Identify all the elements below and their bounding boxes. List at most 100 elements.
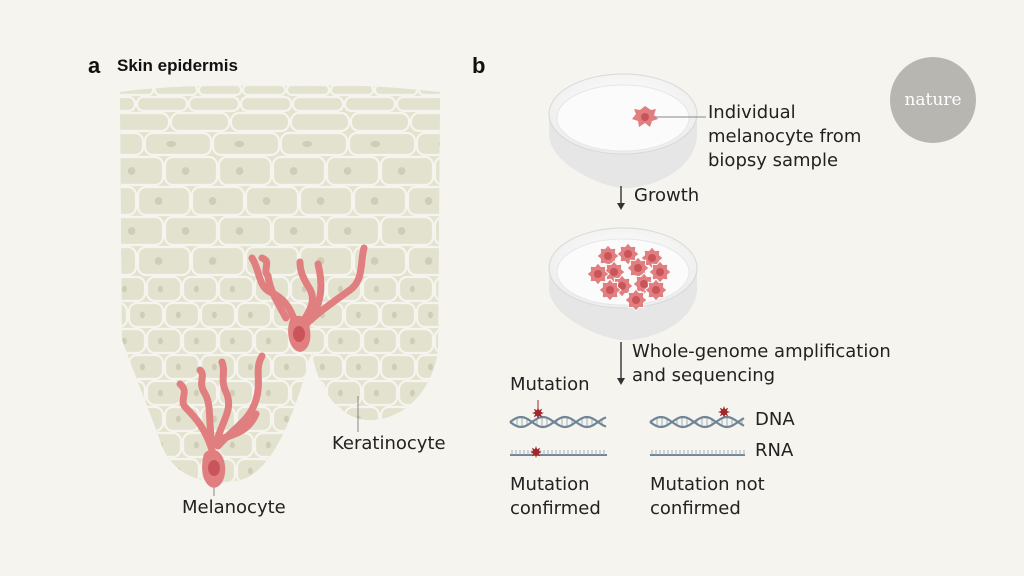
- keratinocyte-cell: [417, 85, 440, 97]
- keratinocyte-nucleus: [181, 167, 190, 175]
- keratinocyte-nucleus: [104, 416, 109, 423]
- keratinocyte-nucleus: [127, 227, 136, 235]
- keratinocyte-nucleus: [127, 167, 136, 175]
- keratinocyte-cell: [120, 353, 129, 381]
- keratinocyte-cell: [325, 155, 381, 187]
- keratinocyte-nucleus: [175, 311, 181, 319]
- keratinocyte-cell: [361, 327, 399, 355]
- keratinocyte-nucleus: [139, 415, 145, 423]
- result-confirmed-line-1: Mutation: [510, 474, 590, 495]
- keratinocyte-nucleus: [247, 363, 253, 371]
- keratinocyte-cell: [271, 215, 327, 247]
- keratinocyte-nucleus: [283, 467, 289, 475]
- keratinocyte-nucleus: [427, 311, 433, 319]
- keratinocyte-nucleus: [373, 389, 379, 397]
- keratinocyte-nucleus: [229, 337, 235, 345]
- melanocyte-lower: [176, 352, 266, 454]
- keratinocyte-cell: [145, 327, 183, 355]
- keratinocyte-cell: [285, 85, 331, 97]
- keratinocyte-cell: [298, 185, 354, 217]
- colony-cell-nucleus: [604, 252, 612, 260]
- keratinocyte-cell: [120, 431, 147, 459]
- keratinocyte-cell: [379, 155, 435, 187]
- keratinocyte-cell: [169, 111, 231, 133]
- keratinocyte-cell: [379, 405, 417, 433]
- keratinocyte-nucleus: [265, 441, 271, 449]
- keratinocyte-cell: [181, 327, 219, 355]
- keratinocyte-cell: [120, 457, 129, 483]
- keratinocyte-nucleus: [410, 494, 415, 501]
- keratinocyte-nucleus: [301, 389, 307, 397]
- melanocyte-single-cell: [632, 106, 658, 127]
- keratinocyte-nucleus: [157, 441, 163, 449]
- melanocyte-upper-body: [288, 315, 311, 352]
- keratinocyte-nucleus: [139, 363, 145, 371]
- keratinocyte-nucleus: [391, 415, 397, 423]
- dish1-label-line-3: biopsy sample: [708, 150, 839, 171]
- keratinocyte-nucleus: [234, 140, 244, 148]
- keratinocyte-nucleus: [373, 285, 379, 293]
- keratinocyte-nucleus: [370, 140, 380, 148]
- keratinocyte-cell: [433, 215, 440, 247]
- result-confirmed-line-2: confirmed: [510, 498, 601, 519]
- colony-cell-nucleus: [606, 286, 614, 294]
- dish1-label-line-2: melanocyte from: [708, 126, 862, 147]
- keratinocyte-nucleus: [370, 197, 379, 205]
- keratinocyte-nucleus: [139, 467, 145, 475]
- keratinocyte-cell: [415, 301, 440, 329]
- dna-backbone: [649, 415, 745, 429]
- keratinocyte-label: Keratinocyte: [332, 433, 446, 454]
- keratinocyte-nucleus: [424, 197, 433, 205]
- panel-a-title: Skin epidermis: [117, 56, 238, 75]
- keratinocyte-nucleus: [104, 468, 109, 475]
- keratinocyte-cell: [373, 85, 419, 97]
- keratinocyte-nucleus: [175, 467, 181, 475]
- result-not-confirmed-line-2: confirmed: [650, 498, 741, 519]
- keratinocyte-cell: [241, 85, 287, 97]
- keratinocyte-cell: [352, 245, 408, 277]
- dna-label: DNA: [755, 409, 795, 430]
- keratinocyte-nucleus: [343, 167, 352, 175]
- keratinocyte-nucleus: [337, 285, 343, 293]
- keratinocyte-cell: [253, 431, 291, 459]
- keratinocyte-cell: [379, 457, 417, 483]
- keratinocyte-nucleus: [289, 227, 298, 235]
- dna-strand-left: [509, 415, 607, 429]
- keratinocyte-cell: [163, 215, 219, 247]
- result-not-confirmed-line-1: Mutation not: [650, 474, 765, 495]
- keratinocyte-cell: [120, 85, 155, 97]
- keratinocyte-cell: [433, 155, 440, 187]
- rna-strand-left: [510, 450, 607, 456]
- keratinocyte-cell: [120, 215, 165, 247]
- keratinocyte-nucleus: [337, 337, 343, 345]
- keratinocyte-nucleus: [424, 257, 433, 265]
- melanocyte-lower-body: [202, 449, 226, 488]
- keratinocyte-cell: [135, 95, 189, 113]
- keratinocyte-nucleus: [235, 227, 244, 235]
- keratinocyte-cell: [120, 275, 147, 303]
- keratinocyte-cell: [136, 245, 192, 277]
- keratinocyte-cell: [120, 379, 147, 407]
- colony-cell-nucleus: [624, 250, 632, 258]
- growth-arrow: [617, 186, 625, 210]
- rna-label: RNA: [755, 440, 794, 461]
- keratinocyte-cell: [347, 131, 417, 157]
- keratinocyte-cell: [363, 485, 397, 509]
- keratinocyte-cell: [120, 405, 129, 433]
- keratinocyte-cell: [291, 95, 345, 113]
- keratinocyte-nucleus: [247, 311, 253, 319]
- keratinocyte-nucleus: [409, 389, 415, 397]
- keratinocyte-cell: [271, 353, 309, 381]
- sequencing-label-line-1: Whole-genome amplification: [632, 341, 891, 362]
- keratinocyte-cell: [271, 457, 309, 483]
- keratinocyte-nucleus: [446, 494, 451, 501]
- keratinocyte-nucleus: [193, 441, 199, 449]
- keratinocyte-nucleus: [157, 285, 163, 293]
- sequencing-label: Whole-genome amplification and sequencin…: [632, 340, 891, 388]
- keratinocyte-nucleus: [355, 467, 361, 475]
- colony-cell-nucleus: [632, 296, 640, 304]
- keratinocyte-nucleus: [343, 227, 352, 235]
- mutation-rna-left-marker: [530, 446, 542, 458]
- keratinocyte-cell: [307, 353, 345, 381]
